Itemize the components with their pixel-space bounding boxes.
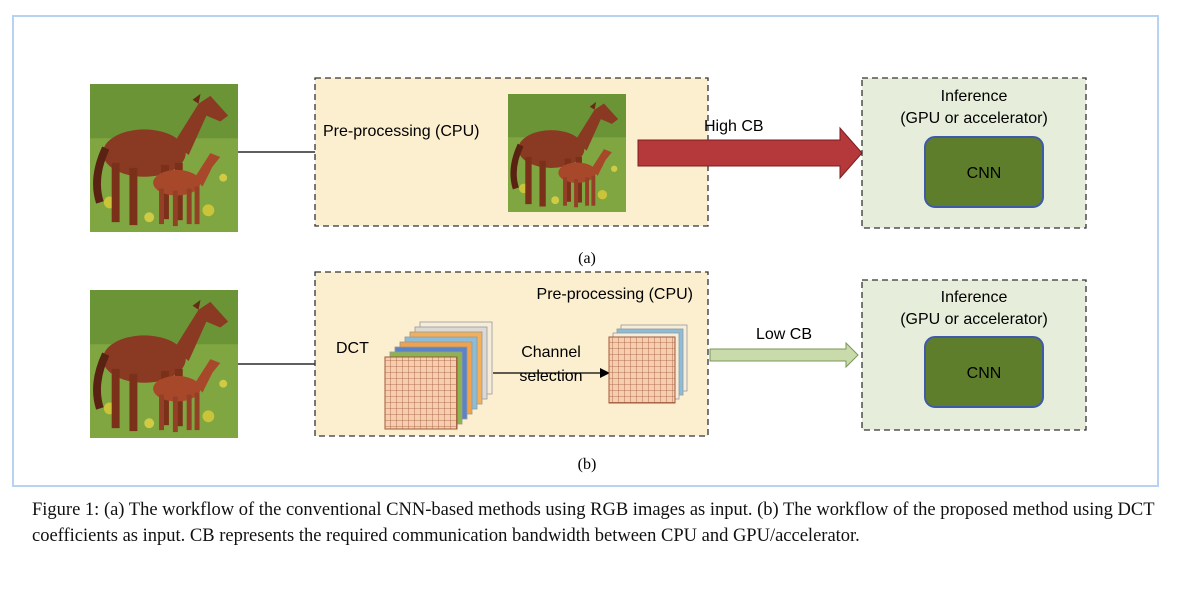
figure-caption: Figure 1: (a) The workflow of the conven…: [32, 500, 1155, 546]
cnn-label-a: CNN: [967, 165, 1002, 182]
high-cb-label: High CB: [704, 118, 764, 135]
low-cb-arrow: [709, 341, 859, 369]
panel-a: Pre-processing (CPU) High CB Inference (…: [90, 77, 1087, 267]
high-cb-arrow: [637, 126, 863, 180]
panel-b: Pre-processing (CPU) DCT Channel selecti…: [90, 271, 1087, 473]
channel-selection-line2: selection: [519, 368, 582, 385]
sublabel-a: (a): [578, 250, 596, 267]
dct-coefficient-stack: [384, 321, 493, 430]
preprocess-label-a: Pre-processing (CPU): [323, 123, 479, 140]
cnn-label-b: CNN: [967, 365, 1002, 382]
inference-title-a-line2: (GPU or accelerator): [900, 110, 1048, 127]
input-horse-image-b: [90, 290, 238, 438]
selected-channels-stack: [608, 324, 688, 404]
dct-label: DCT: [336, 340, 369, 357]
preprocess-label-b: Pre-processing (CPU): [537, 286, 693, 303]
cnn-block-b: [924, 336, 1044, 408]
cnn-block-a: [924, 136, 1044, 208]
inference-title-b-line2: (GPU or accelerator): [900, 311, 1048, 328]
low-cb-label: Low CB: [756, 326, 812, 343]
inference-title-a-line1: Inference: [941, 88, 1008, 105]
input-horse-image-a: [90, 84, 238, 232]
inference-title-b-line1: Inference: [941, 289, 1008, 306]
preprocessed-horse-image: [508, 94, 626, 212]
sublabel-b: (b): [578, 456, 597, 473]
workflow-diagram: Pre-processing (CPU) High CB Inference (…: [0, 77, 1087, 473]
channel-selection-line1: Channel: [521, 344, 581, 361]
